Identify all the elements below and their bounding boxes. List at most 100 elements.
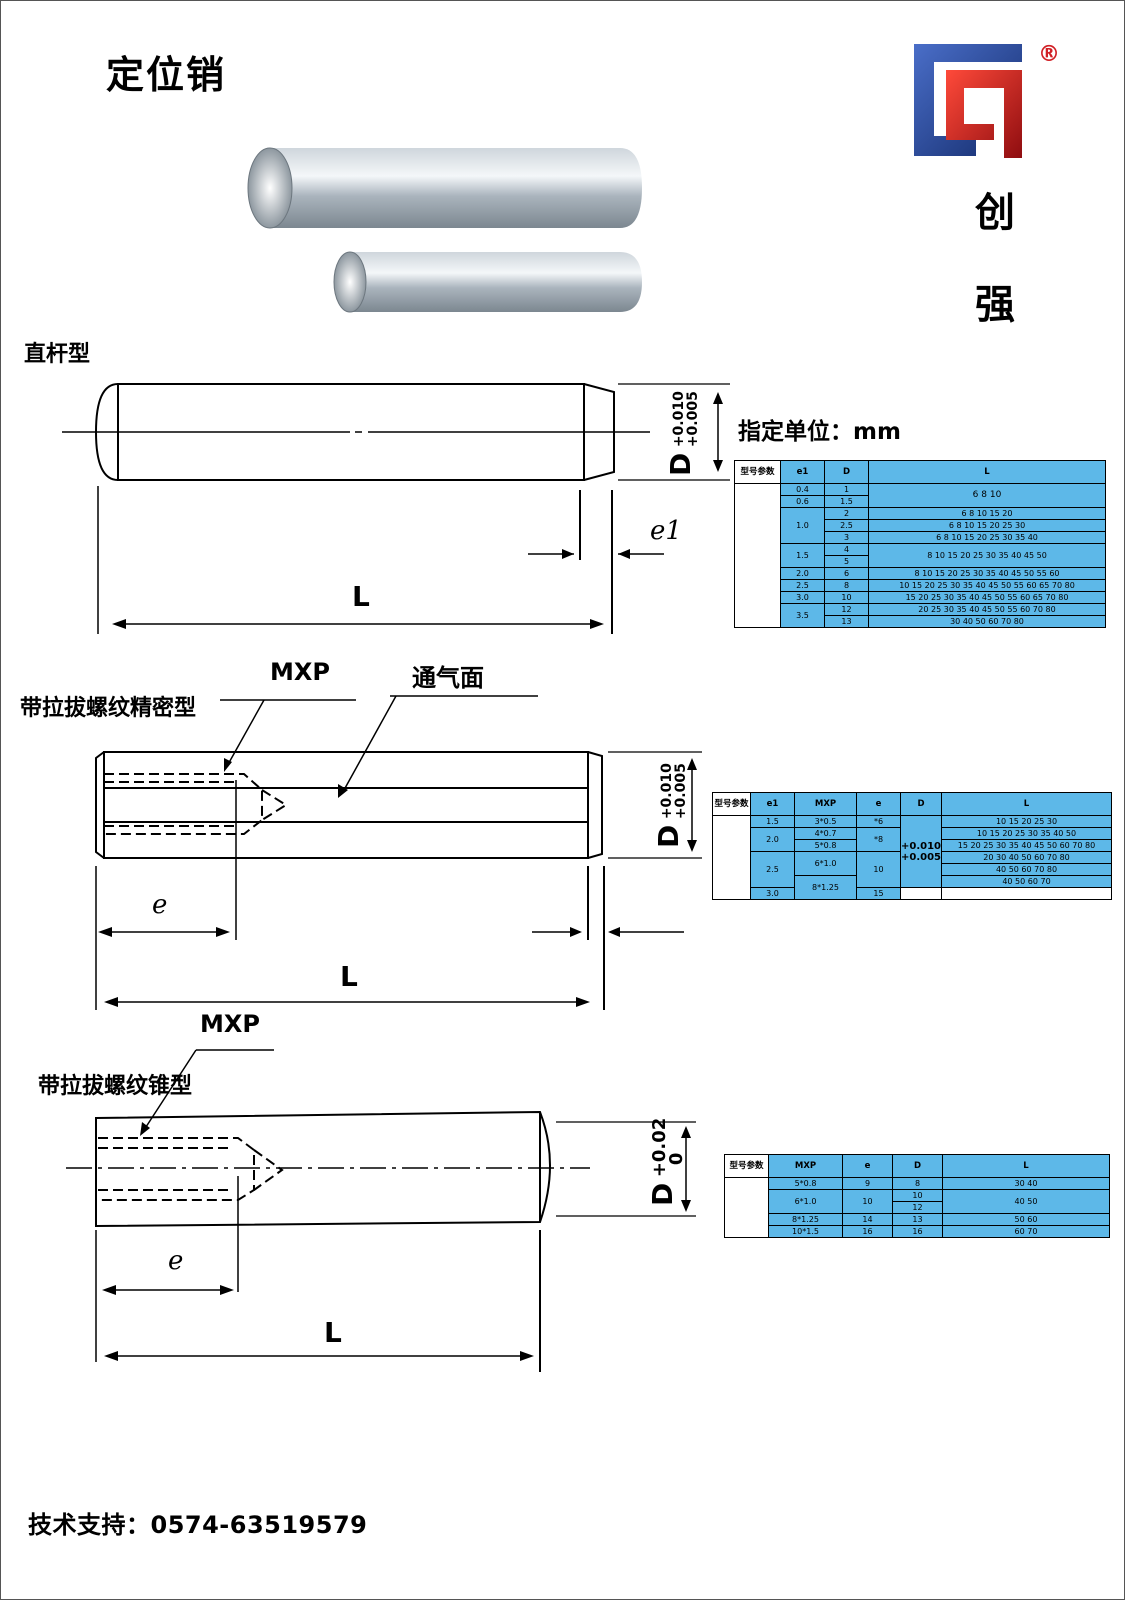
table1-cell: 8 10 15 20 25 30 35 40 45 50 — [868, 543, 1106, 568]
taper-tol-lower: 0 — [665, 1152, 687, 1166]
table3-header-model: 型号参数 — [724, 1154, 769, 1178]
table2-cell: 3*0.5 — [794, 815, 857, 828]
table2-cell: 10 — [856, 851, 901, 888]
table1-cell: 6 8 10 15 20 25 30 35 40 — [868, 531, 1106, 544]
precision-mxp-label: MXP — [270, 658, 330, 686]
table2-cell: 10 15 20 25 30 — [941, 815, 1112, 828]
table1-cell: 2 — [824, 507, 869, 520]
table1-cell: 4 — [824, 543, 869, 556]
table2-cell: 6*1.0 — [794, 851, 857, 876]
precision-diameter-symbol: D — [652, 824, 685, 848]
table2-header-model: 型号参数 — [712, 792, 751, 816]
table3-header-l: L — [942, 1154, 1110, 1178]
table1-cell: 3 — [824, 531, 869, 544]
table2-d-lower: +0.005 — [901, 851, 942, 863]
table3-cell: 40 50 — [942, 1189, 1110, 1214]
table1-cell: 10 — [824, 591, 869, 604]
product-photo — [247, 147, 642, 313]
taper-diameter-symbol: D — [646, 1182, 679, 1206]
straight-type-label: 直杆型 — [24, 342, 91, 367]
brand-logo — [914, 44, 1022, 158]
table2-cell: 10 15 20 25 30 35 40 50 — [941, 827, 1112, 840]
taper-mxp-label: MXP — [200, 1010, 260, 1038]
table3-blank — [724, 1177, 769, 1238]
straight-diameter-symbol: D — [664, 452, 697, 476]
table1-header-d: D — [824, 460, 869, 484]
vent-face-label: 通气面 — [412, 664, 484, 692]
table2-cell: 4*0.7 — [794, 827, 857, 840]
table1-cell: 13 — [824, 615, 869, 628]
table2-d-upper: +0.010 — [901, 840, 942, 852]
table3-cell: 12 — [892, 1201, 943, 1214]
table2-cell-empty — [899, 887, 943, 900]
table1-cell: 6 8 10 15 20 25 30 — [868, 519, 1106, 532]
table2-cell: 40 50 60 70 — [941, 875, 1112, 888]
taper-spec-table: 型号参数 MXP e D L 5*0.8 9 8 30 40 6*1.0 10 … — [724, 1154, 1110, 1238]
table2-blank — [712, 815, 751, 900]
table2-cell: 20 30 40 50 60 70 80 — [941, 851, 1112, 864]
straight-spec-table: 型号参数 e1 D L 0.4 1 6 8 10 0.6 1.5 1.0 2 6… — [734, 460, 1106, 628]
table3-cell: 13 — [892, 1213, 943, 1226]
table1-cell: 5 — [824, 555, 869, 568]
table3-cell: 30 40 — [942, 1177, 1110, 1190]
table1-cell: 6 8 10 15 20 — [868, 507, 1106, 520]
table1-cell: 3.5 — [780, 603, 825, 628]
table2-cell: 2.5 — [750, 851, 795, 888]
table2-cell: *8 — [856, 827, 901, 852]
precision-tol-lower: +0.005 — [672, 763, 689, 820]
table3-header-d: D — [892, 1154, 943, 1178]
tech-support-contact: 技术支持：0574-63519579 — [28, 1511, 368, 1539]
straight-length-label: L — [352, 580, 370, 613]
table3-header-e: e — [842, 1154, 893, 1178]
taper-e-label: e — [168, 1246, 184, 1276]
table2-header-d: D — [899, 792, 943, 816]
table1-cell: 8 — [824, 579, 869, 592]
table2-cell: 40 50 60 70 80 — [941, 863, 1112, 876]
straight-diameter-tolerance: D +0.010 +0.005 — [664, 391, 701, 476]
table1-cell: 0.6 — [780, 495, 825, 508]
precision-length-label: L — [340, 960, 358, 993]
taper-tol-upper: +0.02 — [648, 1117, 670, 1178]
table2-header-mxp: MXP — [794, 792, 857, 816]
table2-cell: 2.0 — [750, 827, 795, 852]
table2-d-tolerance: +0.010 +0.005 — [899, 815, 943, 888]
taper-type-label: 带拉拔螺纹锥型 — [38, 1074, 193, 1099]
table2-cell-empty — [941, 887, 1112, 900]
table3-header-mxp: MXP — [768, 1154, 843, 1178]
table3-cell: 16 — [892, 1225, 943, 1238]
table2-cell: *6 — [856, 815, 901, 828]
taper-length-label: L — [324, 1316, 342, 1349]
table1-cell: 2.5 — [824, 519, 869, 532]
table3-cell: 5*0.8 — [768, 1177, 843, 1190]
table3-cell: 6*1.0 — [768, 1189, 843, 1214]
table1-blank — [734, 483, 781, 628]
table1-cell: 2.5 — [780, 579, 825, 592]
table1-cell: 8 10 15 20 25 30 35 40 45 50 55 60 — [868, 567, 1106, 580]
table2-cell: 5*0.8 — [794, 839, 857, 852]
precision-spec-table: 型号参数 e1 MXP e D L 1.5 3*0.5 *6 +0.010 +0… — [712, 792, 1112, 900]
table2-header-e1: e1 — [750, 792, 795, 816]
table1-cell: 6 8 10 — [868, 483, 1106, 508]
table2-cell: 15 20 25 30 35 40 45 50 60 70 80 — [941, 839, 1112, 852]
precision-e-label: e — [152, 890, 168, 920]
table1-cell: 30 40 50 60 70 80 — [868, 615, 1106, 628]
straight-tol-upper: +0.010 — [670, 391, 687, 448]
precision-tol-upper: +0.010 — [658, 763, 675, 820]
straight-tol-lower: +0.005 — [684, 391, 701, 448]
table1-cell: 1.5 — [824, 495, 869, 508]
straight-e1-label: e1 — [650, 516, 682, 546]
table3-cell: 8*1.25 — [768, 1213, 843, 1226]
page-title: 定位销 — [106, 53, 227, 97]
table1-cell: 1.0 — [780, 507, 825, 544]
table1-cell: 3.0 — [780, 591, 825, 604]
table1-cell: 10 15 20 25 30 35 40 45 50 55 60 65 70 8… — [868, 579, 1106, 592]
table3-cell: 9 — [842, 1177, 893, 1190]
table1-cell: 1.5 — [780, 543, 825, 568]
brand-char-2: 强 — [975, 282, 1015, 328]
table1-cell: 12 — [824, 603, 869, 616]
table1-header-l: L — [868, 460, 1106, 484]
table3-cell: 10 — [892, 1189, 943, 1202]
table3-cell: 10 — [842, 1189, 893, 1214]
table1-cell: 6 — [824, 567, 869, 580]
